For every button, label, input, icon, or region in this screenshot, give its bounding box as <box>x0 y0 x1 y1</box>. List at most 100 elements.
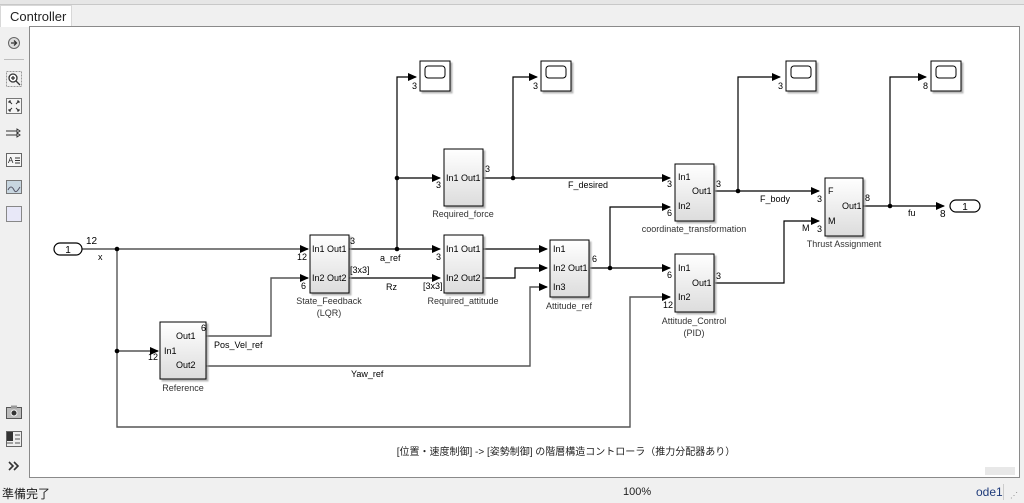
dim-label: 12 <box>86 236 98 247</box>
signal-a-ref-to-scope1[interactable] <box>396 73 417 178</box>
port-label: Out1 <box>692 278 712 288</box>
dim-label: 6 <box>667 208 672 218</box>
port-label: In1 <box>553 244 566 254</box>
signal-label-yaw-ref: Yaw_ref <box>351 369 384 379</box>
zoom-icon[interactable] <box>5 70 23 88</box>
scope-block[interactable] <box>540 60 572 92</box>
dim-label: 3 <box>533 81 538 91</box>
solver-name[interactable]: ode1 <box>976 485 1003 499</box>
tab-controller[interactable]: Controller <box>0 5 72 27</box>
port-label: Out2 <box>176 360 196 370</box>
dim-label: 8 <box>865 193 870 203</box>
dim-label: 12 <box>148 352 158 362</box>
port-label: Out1 <box>692 186 712 196</box>
block-diagram[interactable]: 1 12 x 1 8 fu Out1 In1 Out2 Reference 12… <box>30 27 1019 477</box>
more-icon[interactable] <box>5 457 23 475</box>
port-label: In2 Out1 <box>553 263 588 273</box>
toolbar-separator <box>4 59 24 60</box>
scope-block[interactable] <box>419 60 451 92</box>
dim-label: 6 <box>592 254 597 264</box>
dim-label: 8 <box>940 209 946 220</box>
dim-label: 3 <box>778 81 783 91</box>
signal-label-rz: Rz <box>386 282 397 292</box>
block-name[interactable]: coordinate_transformation <box>642 224 747 234</box>
model-annotation[interactable]: [位置・速度制御] -> [姿勢制御] の階層構造コントローラ（推力分配器あり） <box>397 445 736 458</box>
outport-number: 1 <box>962 202 968 213</box>
model-canvas[interactable]: 1 12 x 1 8 fu Out1 In1 Out2 Reference 12… <box>29 26 1020 478</box>
signal-attitude-ref-to-ct[interactable] <box>609 203 671 268</box>
signal-fu-to-scope4[interactable] <box>889 73 927 206</box>
port-label: In1 <box>678 172 691 182</box>
signal-label-f-desired: F_desired <box>568 180 608 190</box>
signal-label-a-ref: a_ref <box>380 253 401 263</box>
port-label: In1 <box>678 263 691 273</box>
block-name[interactable]: Required_force <box>432 209 494 219</box>
port-label: In1 Out1 <box>446 244 481 254</box>
scope-block[interactable] <box>785 60 817 92</box>
inport-number: 1 <box>65 245 71 256</box>
scope-block[interactable] <box>930 60 962 92</box>
block-name[interactable]: Attitude_Control <box>662 316 727 326</box>
top-toolstrip-edge <box>0 0 1024 5</box>
signal-m[interactable] <box>715 217 820 284</box>
block-coordinate-transformation[interactable]: In1 Out1 In2 <box>674 163 715 222</box>
signal-x-to-pid[interactable] <box>116 249 671 428</box>
signal-label-fu: fu <box>908 208 916 218</box>
dim-label: 3 <box>412 81 417 91</box>
block-required-force[interactable]: In1 Out1 <box>443 148 484 207</box>
port-label: Out1 <box>176 331 196 341</box>
signal-lines <box>82 245 671 428</box>
property-inspector-icon[interactable] <box>5 430 23 448</box>
fit-to-view-icon[interactable] <box>5 97 23 115</box>
signal-yaw-ref[interactable] <box>206 283 548 367</box>
signal-f-desired-to-scope2[interactable] <box>512 73 538 178</box>
block-thrust-assignment[interactable]: F Out1 M <box>824 177 864 237</box>
inport-1[interactable]: 1 <box>53 242 83 256</box>
dim-label: 12 <box>663 300 673 310</box>
block-name[interactable]: State_Feedback <box>296 296 362 306</box>
dim-label: 3 <box>716 179 721 189</box>
dim-label: 3 <box>436 252 441 262</box>
dim-label: 3 <box>350 236 355 246</box>
dim-label: 8 <box>923 81 928 91</box>
block-attitude-ref[interactable]: In1 In2 Out1 In3 <box>549 239 590 298</box>
port-label: In2 Out2 <box>312 273 347 283</box>
area-icon[interactable] <box>5 205 23 223</box>
dim-label: 3 <box>817 224 822 234</box>
port-label: In2 <box>678 292 691 302</box>
signal-pos-vel-ref[interactable] <box>206 274 309 337</box>
block-name[interactable]: Attitude_ref <box>546 301 593 311</box>
signal-ra-out2[interactable] <box>483 264 548 279</box>
svg-text:A: A <box>8 156 14 165</box>
scroll-corner <box>985 467 1015 475</box>
dim-label: 3 <box>667 179 672 189</box>
resize-grip-icon[interactable]: ⋰ <box>1010 491 1018 500</box>
status-divider <box>1003 484 1004 500</box>
outport-1[interactable]: 1 <box>949 199 981 213</box>
signal-routing-icon[interactable] <box>5 124 23 142</box>
image-icon[interactable] <box>5 178 23 196</box>
block-reference[interactable]: Out1 In1 Out2 <box>159 321 207 380</box>
block-name[interactable]: Thrust Assignment <box>807 239 882 249</box>
block-name[interactable]: Required_attitude <box>427 296 498 306</box>
signal-label-pos-vel-ref: Pos_Vel_ref <box>214 340 263 350</box>
block-name[interactable]: Reference <box>162 383 204 393</box>
annotation-icon[interactable]: A <box>5 151 23 169</box>
palette-toolbar: A <box>0 28 29 480</box>
dim-label: 3 <box>817 194 822 204</box>
signal-f-body-to-scope3[interactable] <box>737 73 781 191</box>
screenshot-icon[interactable] <box>5 403 23 421</box>
status-bar: 準備完了 100% ode1 ⋰ <box>0 482 1024 503</box>
dim-label: 12 <box>297 252 307 262</box>
hide-show-explorer-icon[interactable] <box>5 34 23 52</box>
block-attitude-control[interactable]: In1 Out1 In2 <box>674 253 715 313</box>
block-state-feedback[interactable]: In1 Out1 In2 Out2 <box>309 234 350 294</box>
status-text: 準備完了 <box>2 487 51 501</box>
signal-label-f-body: F_body <box>760 194 791 204</box>
zoom-level: 100% <box>623 486 652 498</box>
dim-label: 3 <box>716 271 721 281</box>
port-label: In3 <box>553 282 566 292</box>
port-label: In2 Out2 <box>446 273 481 283</box>
dim-label: 6 <box>201 323 206 333</box>
block-required-attitude[interactable]: In1 Out1 In2 Out2 <box>443 234 484 294</box>
